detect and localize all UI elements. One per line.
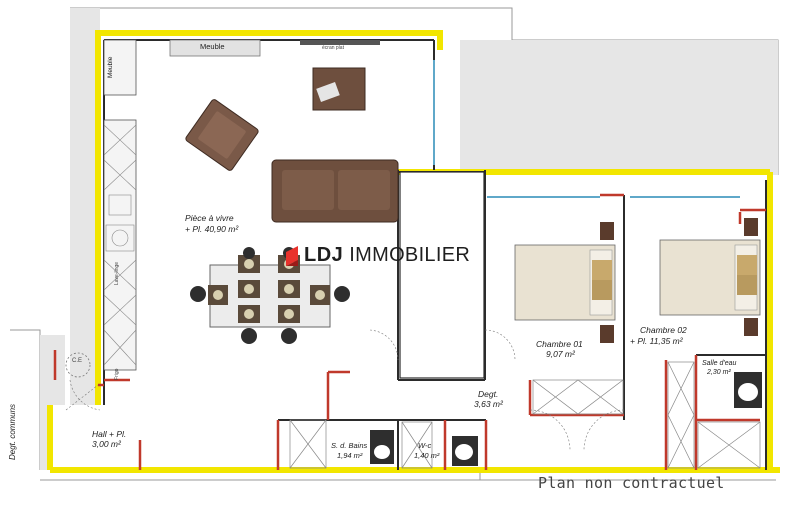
logo-ldj-text: LDJ xyxy=(304,244,344,266)
wc-area: 1,40 m² xyxy=(414,451,440,460)
disclaimer-text: Plan non contractuel xyxy=(538,474,725,492)
fridge-label: Frigo xyxy=(114,368,120,380)
bed-2 xyxy=(659,218,761,336)
tv-unit xyxy=(300,40,380,45)
sideboard-label: Meuble xyxy=(200,42,225,51)
ldj-logo: LDJ IMMOBILIER xyxy=(284,244,470,267)
common-corridor-label: Degt. communs xyxy=(8,403,17,460)
windows xyxy=(433,60,740,198)
bedroom2-name: Chambre 02 xyxy=(640,325,687,335)
shower-name: Salle d'eau xyxy=(702,360,737,367)
landing-name: Degt. xyxy=(478,389,499,399)
central-column xyxy=(399,171,485,379)
yellow-outline xyxy=(47,30,780,473)
sofa xyxy=(271,159,399,223)
tv-label: écran plat xyxy=(322,45,344,51)
ce-circle xyxy=(65,352,91,378)
wardrobes xyxy=(289,361,761,469)
living-room-area: + Pl. 40,90 m² xyxy=(185,224,239,234)
hall-name: Hall + Pl. xyxy=(92,429,127,439)
ce-label: C.E xyxy=(72,358,83,364)
bathroom-name: S. d. Bains xyxy=(331,441,368,450)
side-cabinet-label: Meuble xyxy=(107,56,114,78)
logo-mark-icon xyxy=(286,245,298,266)
bathroom-area: 1,94 m² xyxy=(337,451,363,460)
bath-fixtures xyxy=(370,372,762,466)
living-room-name: Pièce à vivre xyxy=(185,213,234,223)
red-wall-segments xyxy=(53,193,766,470)
kitchen-details xyxy=(103,124,137,366)
shower-area: 2,30 m² xyxy=(707,369,731,376)
door-swings xyxy=(65,329,625,451)
bed-1 xyxy=(514,222,616,343)
landing-area: 3,63 m² xyxy=(474,399,503,409)
hall-area: 3,00 m² xyxy=(92,439,121,449)
logo-immobilier-text: IMMOBILIER xyxy=(349,244,471,266)
kitchen-counter xyxy=(103,39,137,371)
wc-name: W-c xyxy=(418,441,432,450)
washer-label: Lave-linge xyxy=(114,261,120,285)
armchair xyxy=(185,99,259,171)
bedroom1-name: Chambre 01 xyxy=(536,339,583,349)
sideboard xyxy=(169,39,261,57)
bedroom1-area: 9,07 m² xyxy=(546,349,575,359)
bedroom2-area: + Pl. 11,35 m² xyxy=(630,336,683,346)
